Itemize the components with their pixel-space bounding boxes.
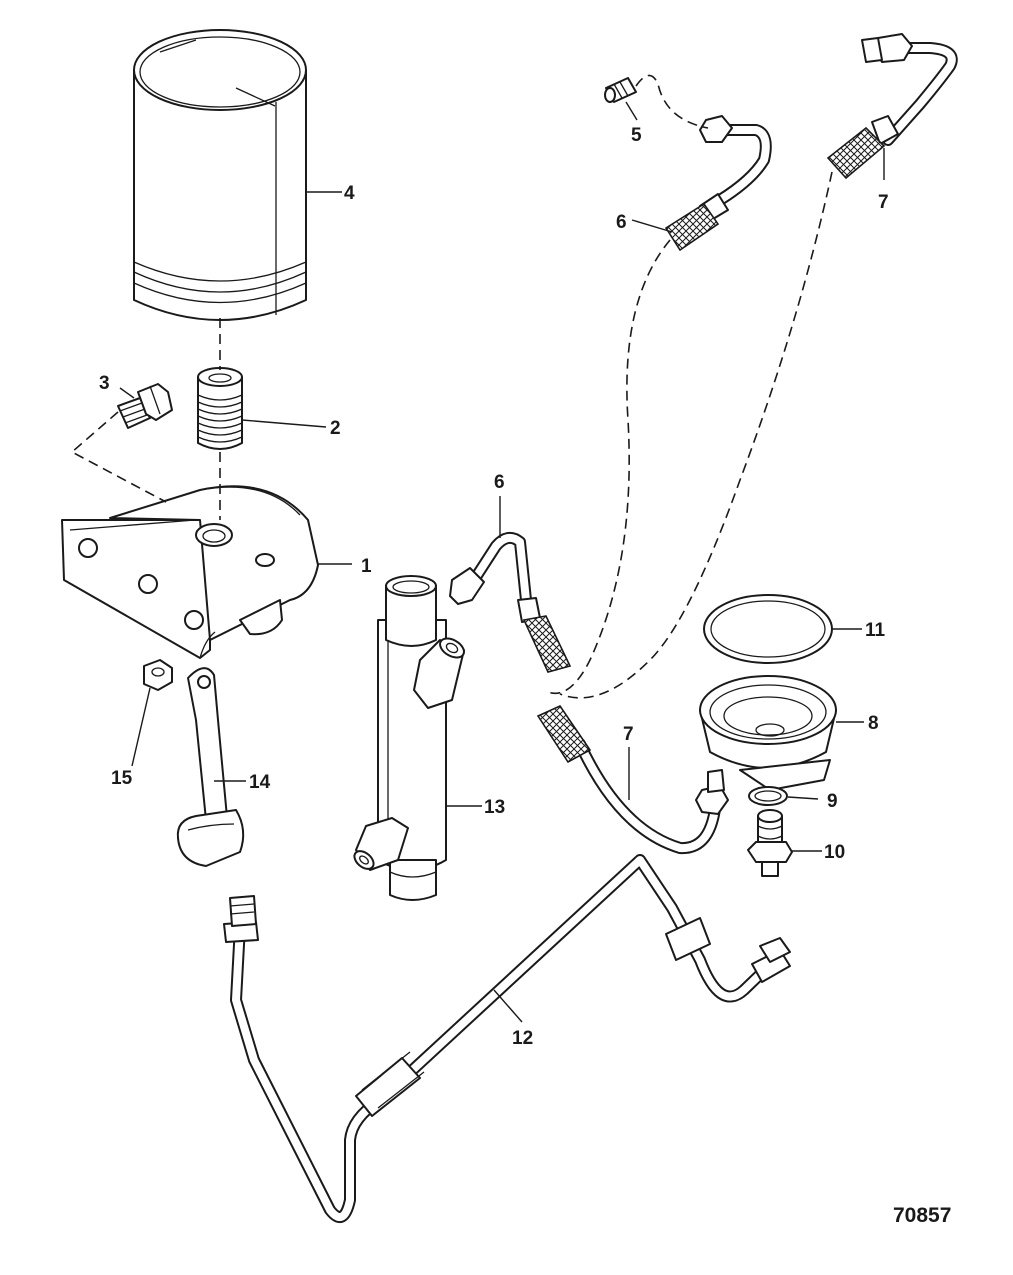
small-o-ring bbox=[748, 786, 788, 806]
mounting-bracket bbox=[61, 485, 319, 659]
callout-14: 14 bbox=[249, 772, 271, 793]
threaded-adapter bbox=[197, 367, 243, 450]
callout-6-lower: 6 bbox=[494, 472, 505, 493]
callout-6-upper: 6 bbox=[616, 212, 627, 233]
callout-10: 10 bbox=[824, 842, 845, 863]
callout-2: 2 bbox=[330, 418, 341, 439]
callout-13: 13 bbox=[484, 797, 505, 818]
barb-fitting bbox=[747, 809, 793, 877]
callout-1: 1 bbox=[361, 556, 372, 577]
callout-7-lower: 7 bbox=[623, 724, 634, 745]
hose-upper-6 bbox=[664, 115, 772, 252]
figure-number: 70857 bbox=[893, 1204, 951, 1227]
hose-lower-7 bbox=[536, 704, 729, 855]
leader-lines bbox=[119, 101, 885, 1023]
callout-5: 5 bbox=[631, 125, 642, 146]
filter-base bbox=[699, 675, 837, 791]
callout-7-upper: 7 bbox=[878, 192, 889, 213]
callout-8: 8 bbox=[868, 713, 879, 734]
o-ring bbox=[703, 594, 833, 664]
bolt bbox=[117, 383, 173, 429]
small-fitting bbox=[604, 77, 637, 103]
nut bbox=[143, 659, 173, 691]
callout-4: 4 bbox=[344, 183, 355, 204]
callout-labels: 1 2 3 4 5 6 6 7 7 8 9 10 11 12 13 14 15 … bbox=[99, 125, 951, 1227]
assembly-lines bbox=[70, 74, 833, 699]
clamp bbox=[176, 667, 245, 867]
callout-9: 9 bbox=[827, 791, 838, 812]
callout-3: 3 bbox=[99, 373, 110, 394]
cooler-body bbox=[353, 575, 465, 901]
hose-upper-7 bbox=[826, 33, 958, 180]
callout-11: 11 bbox=[865, 620, 886, 641]
callout-15: 15 bbox=[111, 768, 133, 789]
long-hose-assembly bbox=[223, 854, 791, 1223]
filter-canister bbox=[133, 29, 307, 321]
callout-12: 12 bbox=[512, 1028, 533, 1049]
hose-lower-6 bbox=[449, 531, 572, 673]
